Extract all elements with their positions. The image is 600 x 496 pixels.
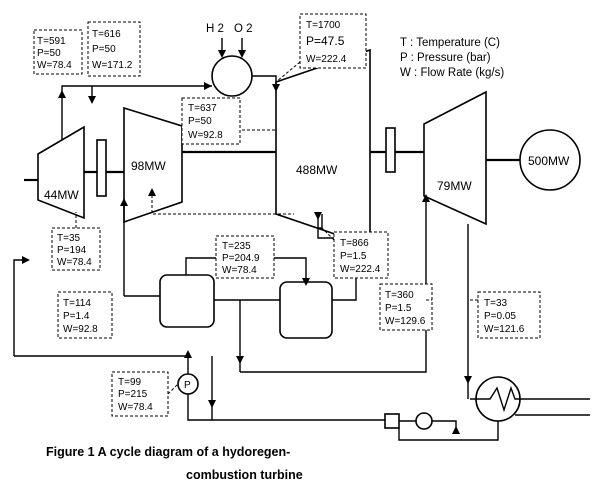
svg-text:W=78.4: W=78.4 — [118, 402, 153, 413]
leader-s11 — [167, 383, 179, 395]
svg-text:W=78.4: W=78.4 — [57, 257, 92, 268]
pipe-hx-bottom — [240, 196, 427, 373]
arrow-pump-up — [184, 350, 192, 358]
svg-text:W=129.6: W=129.6 — [385, 316, 426, 327]
svg-text:W=222.4: W=222.4 — [306, 54, 347, 65]
svg-text:P=1.5: P=1.5 — [385, 303, 412, 314]
arrow-hx-down — [236, 356, 244, 364]
legend-temperature: T : Temperature (C) — [400, 37, 500, 49]
label-500mw: 500MW — [528, 154, 570, 168]
svg-text:T=616: T=616 — [92, 29, 121, 40]
caption-line-1: Figure 1 A cycle diagram of a hydoregen- — [46, 445, 290, 459]
svg-text:T=33: T=33 — [484, 298, 508, 309]
arrow-main-exhaust — [314, 212, 322, 220]
pipe-pump-down — [187, 394, 385, 421]
svg-text:W=171.2: W=171.2 — [92, 60, 133, 71]
state-box-s11: T=99 P=215 W=78.4 — [111, 371, 169, 417]
arrow-left-return — [22, 256, 30, 264]
pipe-condenser-out — [398, 421, 499, 441]
svg-text:W=92.8: W=92.8 — [63, 324, 98, 335]
heat-exchanger-left — [159, 274, 215, 328]
state-box-s10: T=33 P=0.05 W=121.6 — [477, 291, 541, 339]
leader-s3 — [275, 61, 301, 83]
svg-text:P=50: P=50 — [188, 116, 212, 127]
svg-text:T=99: T=99 — [118, 377, 142, 388]
svg-text:P=47.5: P=47.5 — [306, 34, 345, 48]
state-box-s6: T=235 P=204.9 W=78.4 — [215, 235, 275, 279]
svg-text:P=215: P=215 — [118, 389, 148, 400]
arrow-pump-out — [208, 400, 216, 408]
deaerator-box — [384, 413, 400, 429]
arrow-dash-up — [148, 188, 156, 196]
label-o2: O 2 — [234, 23, 253, 35]
legend-flow: W : Flow Rate (kg/s) — [400, 67, 504, 79]
label-488mw: 488MW — [296, 163, 338, 177]
caption-line-2: combustion turbine — [186, 468, 303, 482]
svg-text:W=78.4: W=78.4 — [222, 265, 257, 276]
svg-text:P=1.4: P=1.4 — [63, 311, 90, 322]
state-box-s9: T=360 P=1.5 W=129.6 — [379, 283, 433, 331]
svg-text:T=1700: T=1700 — [306, 20, 341, 31]
svg-text:P=1.5: P=1.5 — [340, 251, 367, 262]
pipe-combustor-main — [252, 75, 277, 90]
condenser-coil — [470, 385, 590, 413]
pipe-cooling-dashed — [151, 190, 294, 215]
arrow-turb1-up — [120, 198, 128, 206]
svg-text:P=0.05: P=0.05 — [484, 311, 516, 322]
arrow-comp-up — [58, 90, 66, 98]
label-98mw: 98MW — [131, 159, 166, 173]
turbine-488mw — [275, 48, 371, 248]
pipe-comp-to-combustor — [61, 85, 212, 140]
state-box-s1: T=591 P=50 W=78.4 — [33, 29, 83, 75]
svg-text:P=50: P=50 — [92, 44, 116, 55]
coupling-1 — [96, 139, 107, 197]
arrow-o2 — [238, 50, 246, 58]
arrow-hx-right — [302, 278, 310, 286]
arrow-comb-in — [204, 82, 212, 90]
state-box-s5: T=35 P=194 W=78.4 — [51, 227, 101, 271]
label-pump: P — [184, 380, 191, 391]
svg-text:T=591: T=591 — [37, 36, 66, 47]
label-79mw: 79MW — [437, 179, 472, 193]
label-h2: H 2 — [206, 23, 224, 35]
leader-s7 — [321, 227, 335, 241]
turbine-98mw — [123, 106, 183, 224]
svg-text:W=121.6: W=121.6 — [484, 324, 525, 335]
svg-text:W=78.4: W=78.4 — [37, 60, 72, 71]
state-box-s4: T=637 P=50 W=92.8 — [181, 97, 241, 145]
svg-text:T=637: T=637 — [188, 103, 217, 114]
arrow-main-in — [272, 84, 280, 92]
pipe-left-return — [13, 259, 26, 356]
svg-text:P=50: P=50 — [37, 48, 61, 59]
svg-text:P=194: P=194 — [57, 245, 87, 256]
svg-text:T=114: T=114 — [63, 298, 91, 309]
arrow-h2 — [218, 50, 226, 58]
generator — [519, 129, 581, 191]
state-box-s2: T=616 P=50 W=171.2 — [87, 21, 141, 77]
svg-text:T=360: T=360 — [385, 290, 414, 301]
turbine-79mw — [423, 90, 487, 226]
heat-exchanger-right — [279, 281, 333, 339]
label-44mw: 44MW — [44, 188, 79, 202]
svg-text:T=866: T=866 — [340, 238, 369, 249]
feed-pump-small — [415, 412, 433, 430]
svg-text:W=222.4: W=222.4 — [340, 264, 381, 275]
arrow-lp-up — [422, 194, 430, 202]
legend-pressure: P : Pressure (bar) — [400, 52, 491, 64]
state-box-s3: T=1700 P=47.5 W=222.4 — [299, 13, 367, 69]
arrow-small-pump — [452, 426, 460, 434]
state-box-s7: T=866 P=1.5 W=222.4 — [333, 231, 389, 279]
combustor — [211, 55, 253, 97]
arrow-turb1-in — [88, 96, 96, 104]
coupling-2 — [385, 127, 396, 173]
svg-text:T=35: T=35 — [57, 233, 81, 244]
pipe-small-pump-up — [432, 420, 457, 430]
svg-text:P=204.9: P=204.9 — [222, 253, 260, 264]
state-box-s8: T=114 P=1.4 W=92.8 — [57, 291, 113, 339]
svg-text:T=235: T=235 — [222, 241, 251, 252]
svg-text:W=92.8: W=92.8 — [188, 130, 223, 141]
compressor-44mw — [37, 125, 85, 220]
arrow-cond-down — [464, 376, 472, 384]
